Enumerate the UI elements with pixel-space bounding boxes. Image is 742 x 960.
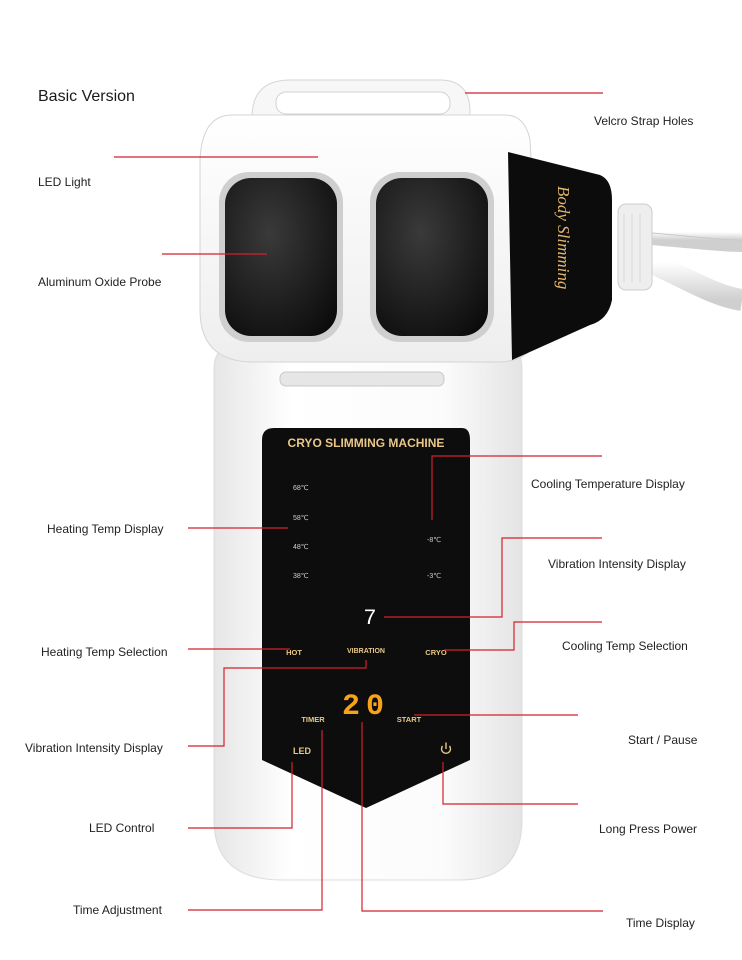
callout-lines — [114, 92, 603, 912]
led-button[interactable]: LED — [293, 746, 312, 756]
power-icon[interactable] — [440, 742, 452, 755]
label-aluminum-oxide-probe: Aluminum Oxide Probe — [38, 275, 162, 289]
side-band — [508, 152, 612, 360]
label-led-control: LED Control — [89, 821, 155, 835]
label-velcro-strap-holes: Velcro Strap Holes — [594, 114, 694, 128]
cryo-button[interactable]: CRYO — [425, 648, 447, 657]
control-panel — [262, 428, 470, 808]
vibration-intensity-digit: 7 — [363, 606, 376, 631]
cable — [617, 203, 742, 311]
label-vibration-intensity-display-left: Vibration Intensity Display — [25, 741, 163, 755]
cool-level-minus3: -3℃ — [427, 573, 441, 580]
hinge-bar — [279, 371, 445, 387]
hot-button[interactable]: HOT — [286, 648, 302, 657]
label-start-pause: Start / Pause — [628, 733, 698, 747]
timer-display: 20 — [342, 690, 390, 724]
aluminum-oxide-probe-left — [219, 172, 343, 342]
cool-level-minus8: -8℃ — [427, 537, 441, 544]
heat-level-38: 38℃ — [293, 573, 309, 580]
label-cooling-temperature-display: Cooling Temperature Display — [531, 477, 685, 491]
label-heating-temp-display: Heating Temp Display — [47, 522, 164, 536]
label-led-light: LED Light — [38, 175, 91, 189]
brand-text: Body Slimming — [554, 186, 573, 289]
page-title: Basic Version — [38, 88, 135, 105]
aluminum-oxide-probe-right — [370, 172, 494, 342]
heat-level-48: 48℃ — [293, 544, 309, 551]
heat-level-58: 58℃ — [293, 515, 309, 522]
label-vibration-intensity-display-right: Vibration Intensity Display — [548, 557, 686, 571]
panel-title: CRYO SLIMMING MACHINE — [288, 436, 445, 450]
timer-button[interactable]: TIMER — [301, 715, 325, 724]
label-time-adjustment: Time Adjustment — [73, 903, 162, 917]
label-time-display: Time Display — [626, 916, 695, 930]
label-long-press-power: Long Press Power — [599, 822, 698, 836]
heat-level-68: 68℃ — [293, 485, 309, 492]
label-cooling-temp-selection: Cooling Temp Selection — [562, 639, 688, 653]
start-button[interactable]: START — [397, 715, 422, 724]
label-heating-temp-selection: Heating Temp Selection — [41, 645, 168, 659]
vibration-button[interactable]: VIBRATION — [347, 648, 385, 655]
